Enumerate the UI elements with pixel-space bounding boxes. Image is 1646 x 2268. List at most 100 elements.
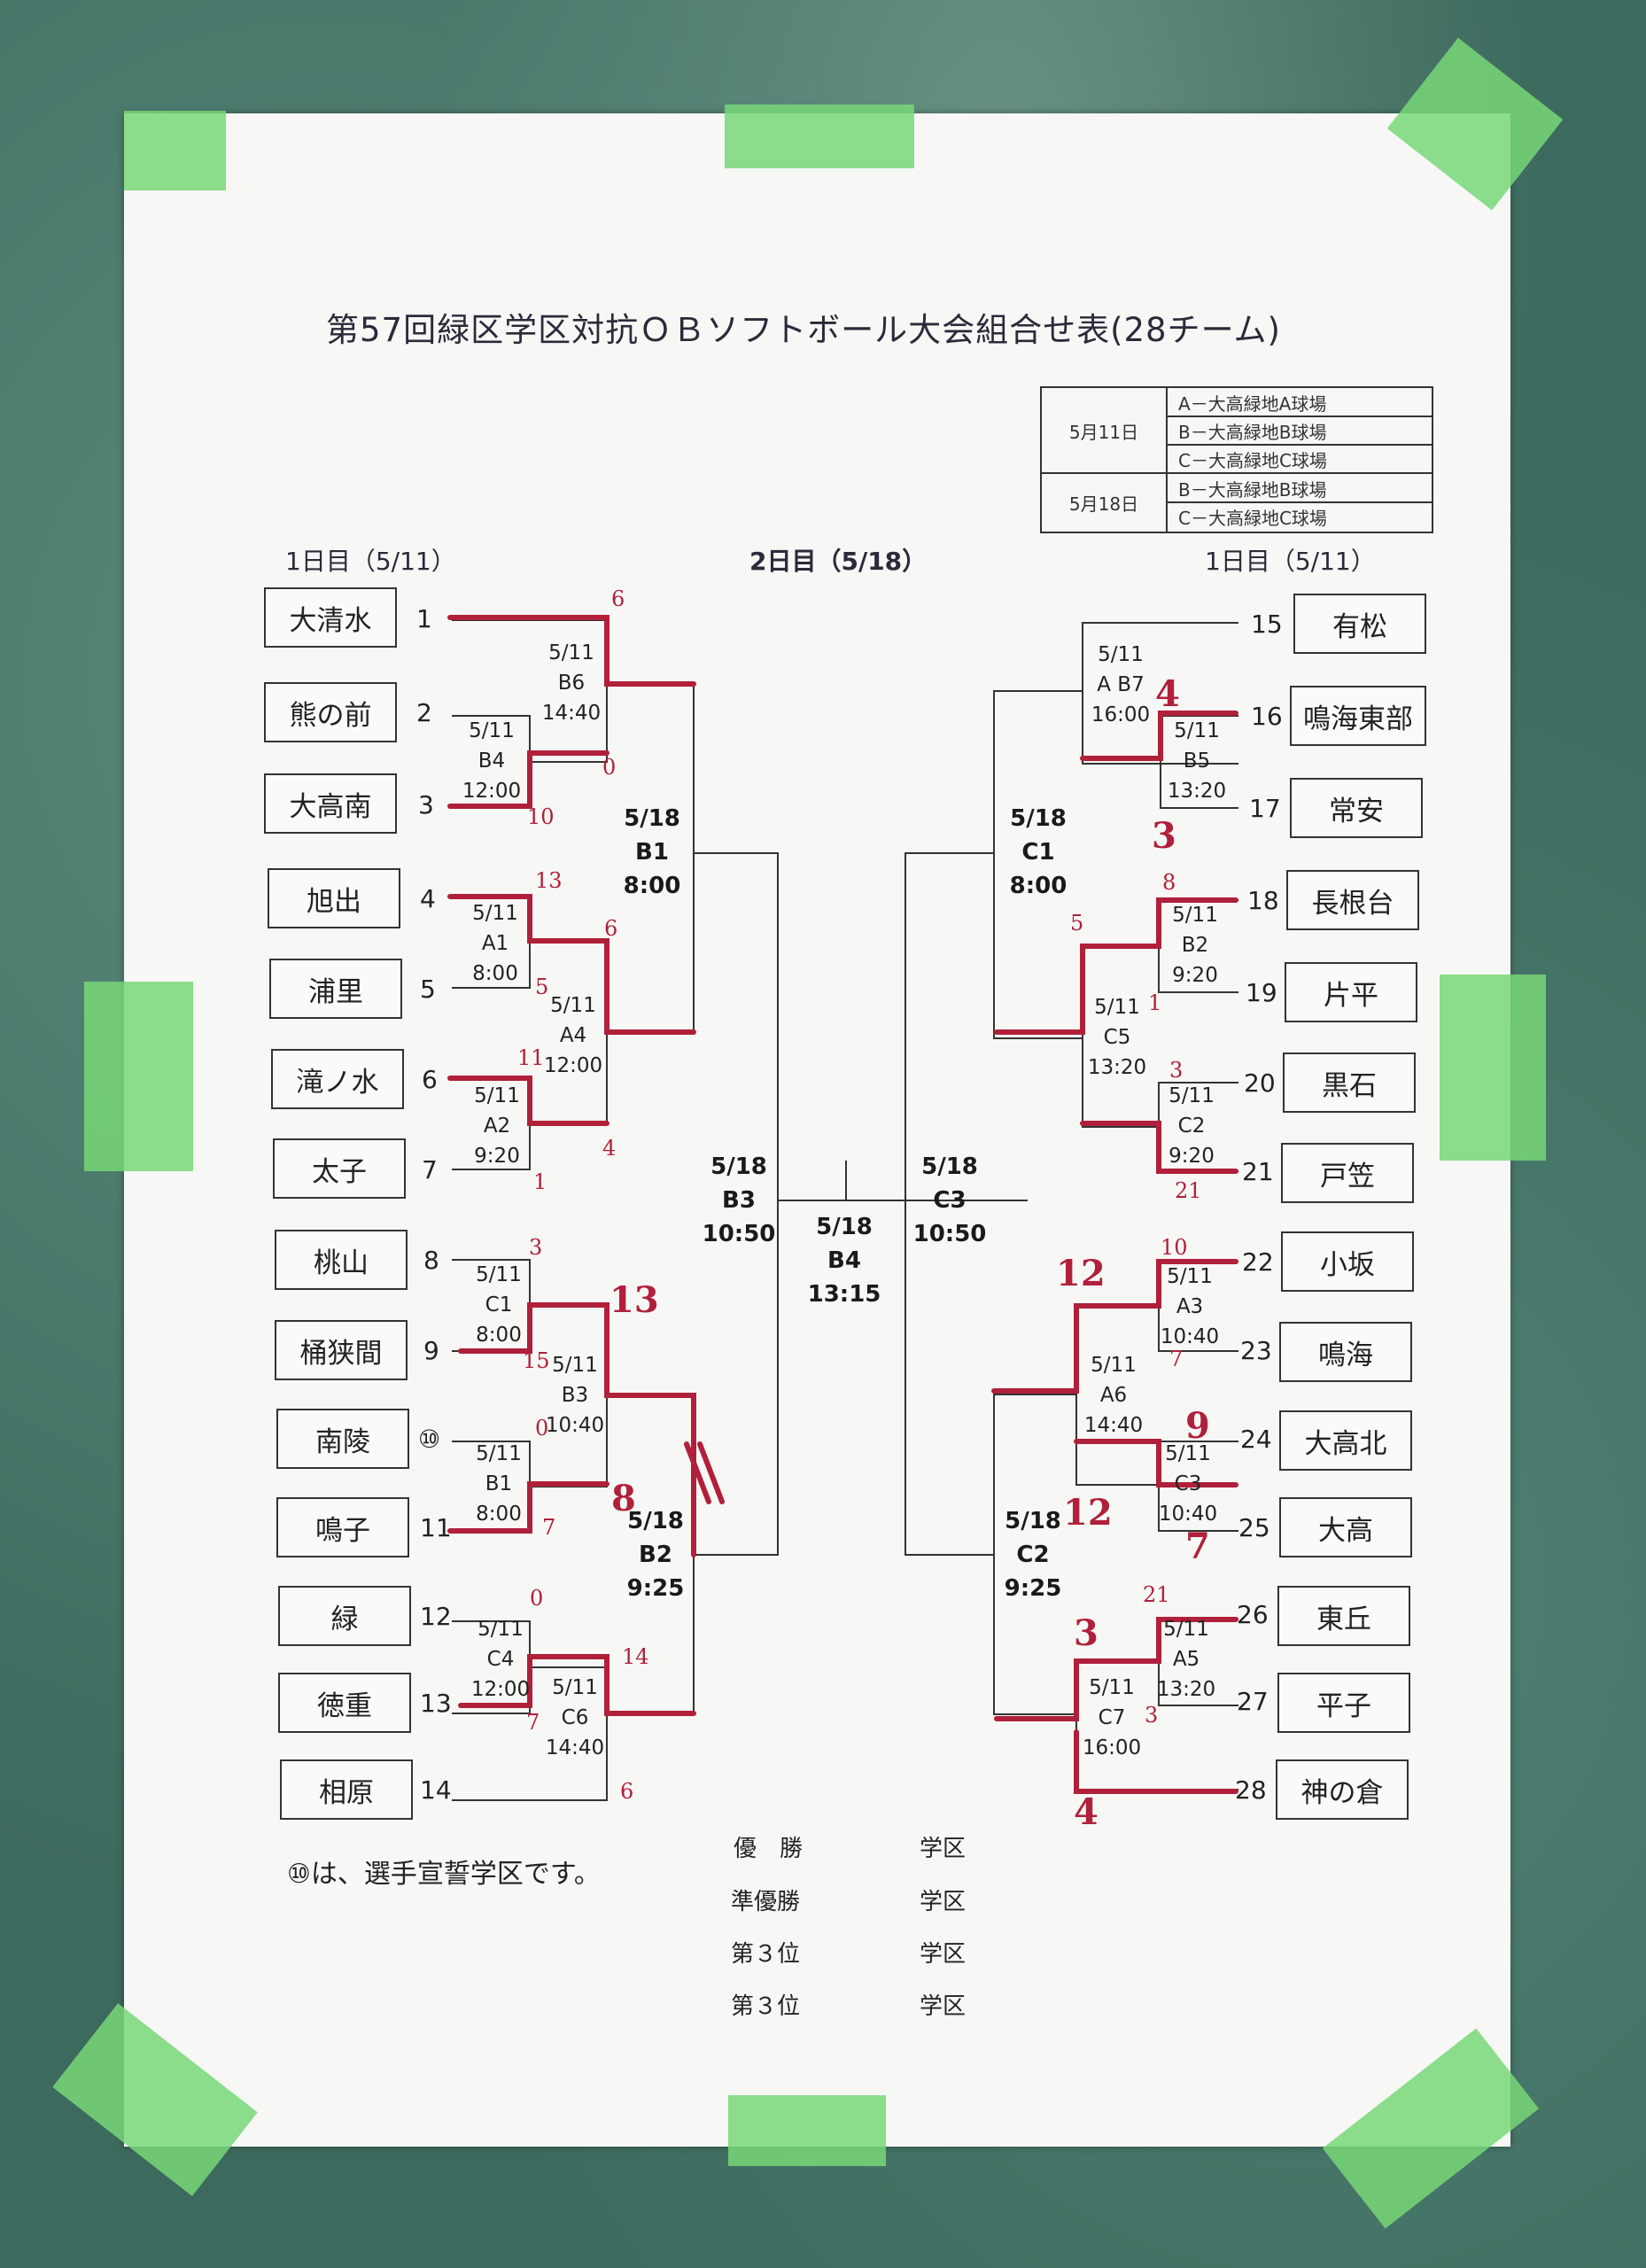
team-number: 16 xyxy=(1251,702,1283,731)
team-box: 有松 xyxy=(1293,594,1426,654)
team-number: 11 xyxy=(420,1513,452,1542)
team-box: 緑 xyxy=(278,1586,411,1646)
team-box: 浦里 xyxy=(269,959,402,1019)
team-number: 28 xyxy=(1235,1775,1267,1805)
venue-row: B－大高緑地B球場 xyxy=(1178,478,1327,501)
handwritten-score: 21 xyxy=(1143,1582,1170,1607)
tape-mid-left xyxy=(84,982,193,1171)
team-box: 熊の前 xyxy=(264,682,397,742)
handwritten-score: 0 xyxy=(535,1416,549,1441)
team-number: ⑩ xyxy=(418,1425,441,1454)
team-box: 桶狭間 xyxy=(275,1320,408,1380)
team-box: 片平 xyxy=(1285,962,1417,1022)
handwritten-score: 15 xyxy=(523,1348,550,1373)
team-box: 鳴子 xyxy=(276,1497,409,1557)
handwritten-score: 12 xyxy=(1063,1492,1113,1534)
team-box: 大清水 xyxy=(264,587,397,648)
team-number: 23 xyxy=(1240,1336,1272,1365)
day1-left-label: 1日目（5/11） xyxy=(285,547,456,576)
handwritten-score: 4 xyxy=(1074,1791,1099,1833)
team-number: 4 xyxy=(420,884,436,913)
tape-top-left xyxy=(124,111,226,190)
team-number: 20 xyxy=(1244,1068,1276,1098)
handwritten-score: 7 xyxy=(542,1515,556,1540)
handwritten-score: 21 xyxy=(1175,1178,1202,1203)
day1-right-label: 1日目（5/11） xyxy=(1205,547,1376,576)
page-title: 第57回緑区学区対抗ＯＢソフトボール大会組合せ表(28チーム) xyxy=(326,311,1281,349)
team-number: 19 xyxy=(1246,978,1277,1007)
handwritten-score: 7 xyxy=(1169,1347,1184,1371)
team-box: 大高北 xyxy=(1279,1410,1412,1471)
venue-row: C－大高緑地C球場 xyxy=(1178,507,1327,529)
handwritten-score: 4 xyxy=(1155,673,1180,715)
handwritten-score: 3 xyxy=(1145,1703,1159,1728)
team-number: 1 xyxy=(416,604,432,633)
result-suffix: 学区 xyxy=(920,1836,967,1862)
handwritten-score: 5 xyxy=(1070,911,1084,936)
handwritten-score: 7 xyxy=(526,1710,540,1735)
team-number: 7 xyxy=(422,1155,438,1184)
team-number: 17 xyxy=(1249,794,1281,823)
oath-note: ⑩は、選手宣誓学区です。 xyxy=(287,1859,601,1890)
team-box: 桃山 xyxy=(275,1230,408,1290)
team-box: 神の倉 xyxy=(1276,1759,1409,1820)
venue-date-may18: 5月18日 xyxy=(1042,473,1168,532)
handwritten-score: 7 xyxy=(1185,1526,1210,1567)
handwritten-score: 3 xyxy=(1074,1612,1099,1654)
handwritten-score: 12 xyxy=(1056,1253,1106,1294)
result-suffix: 学区 xyxy=(920,1993,967,2020)
tape-top-center xyxy=(725,105,914,168)
team-box: 長根台 xyxy=(1286,870,1419,930)
team-box: 鳴海 xyxy=(1279,1322,1412,1382)
handwritten-score: 13 xyxy=(609,1279,659,1321)
team-box: 鳴海東部 xyxy=(1290,686,1426,746)
team-number: 8 xyxy=(423,1246,439,1275)
team-box: 旭出 xyxy=(268,868,400,928)
tape-bottom-center xyxy=(728,2095,886,2166)
handwritten-score: 8 xyxy=(1162,870,1176,895)
result-suffix: 学区 xyxy=(920,1889,967,1915)
handwritten-score: 6 xyxy=(604,916,618,941)
team-box: 太子 xyxy=(273,1138,406,1199)
team-number: 15 xyxy=(1251,610,1283,639)
team-number: 14 xyxy=(420,1775,452,1805)
result-label: 第３位 xyxy=(731,1993,801,2020)
handwritten-score: 6 xyxy=(611,586,625,611)
handwritten-score: 0 xyxy=(602,755,617,780)
day2-label: 2日目（5/18） xyxy=(749,547,928,576)
team-number: 13 xyxy=(420,1689,452,1718)
team-box: 相原 xyxy=(280,1759,413,1820)
handwritten-score: 5 xyxy=(535,975,549,999)
result-label: 優 勝 xyxy=(734,1836,804,1862)
team-number: 25 xyxy=(1238,1513,1270,1542)
handwritten-score: 10 xyxy=(1161,1235,1188,1260)
handwritten-score: 13 xyxy=(535,868,563,893)
venue-row: A－大高緑地A球場 xyxy=(1178,392,1327,415)
team-box: 東丘 xyxy=(1277,1586,1410,1646)
handwritten-score: 3 xyxy=(529,1235,543,1260)
team-number: 26 xyxy=(1237,1600,1269,1629)
venue-row: B－大高緑地B球場 xyxy=(1178,421,1327,443)
handwritten-score: 3 xyxy=(1152,815,1176,857)
result-label: 準優勝 xyxy=(731,1889,801,1915)
